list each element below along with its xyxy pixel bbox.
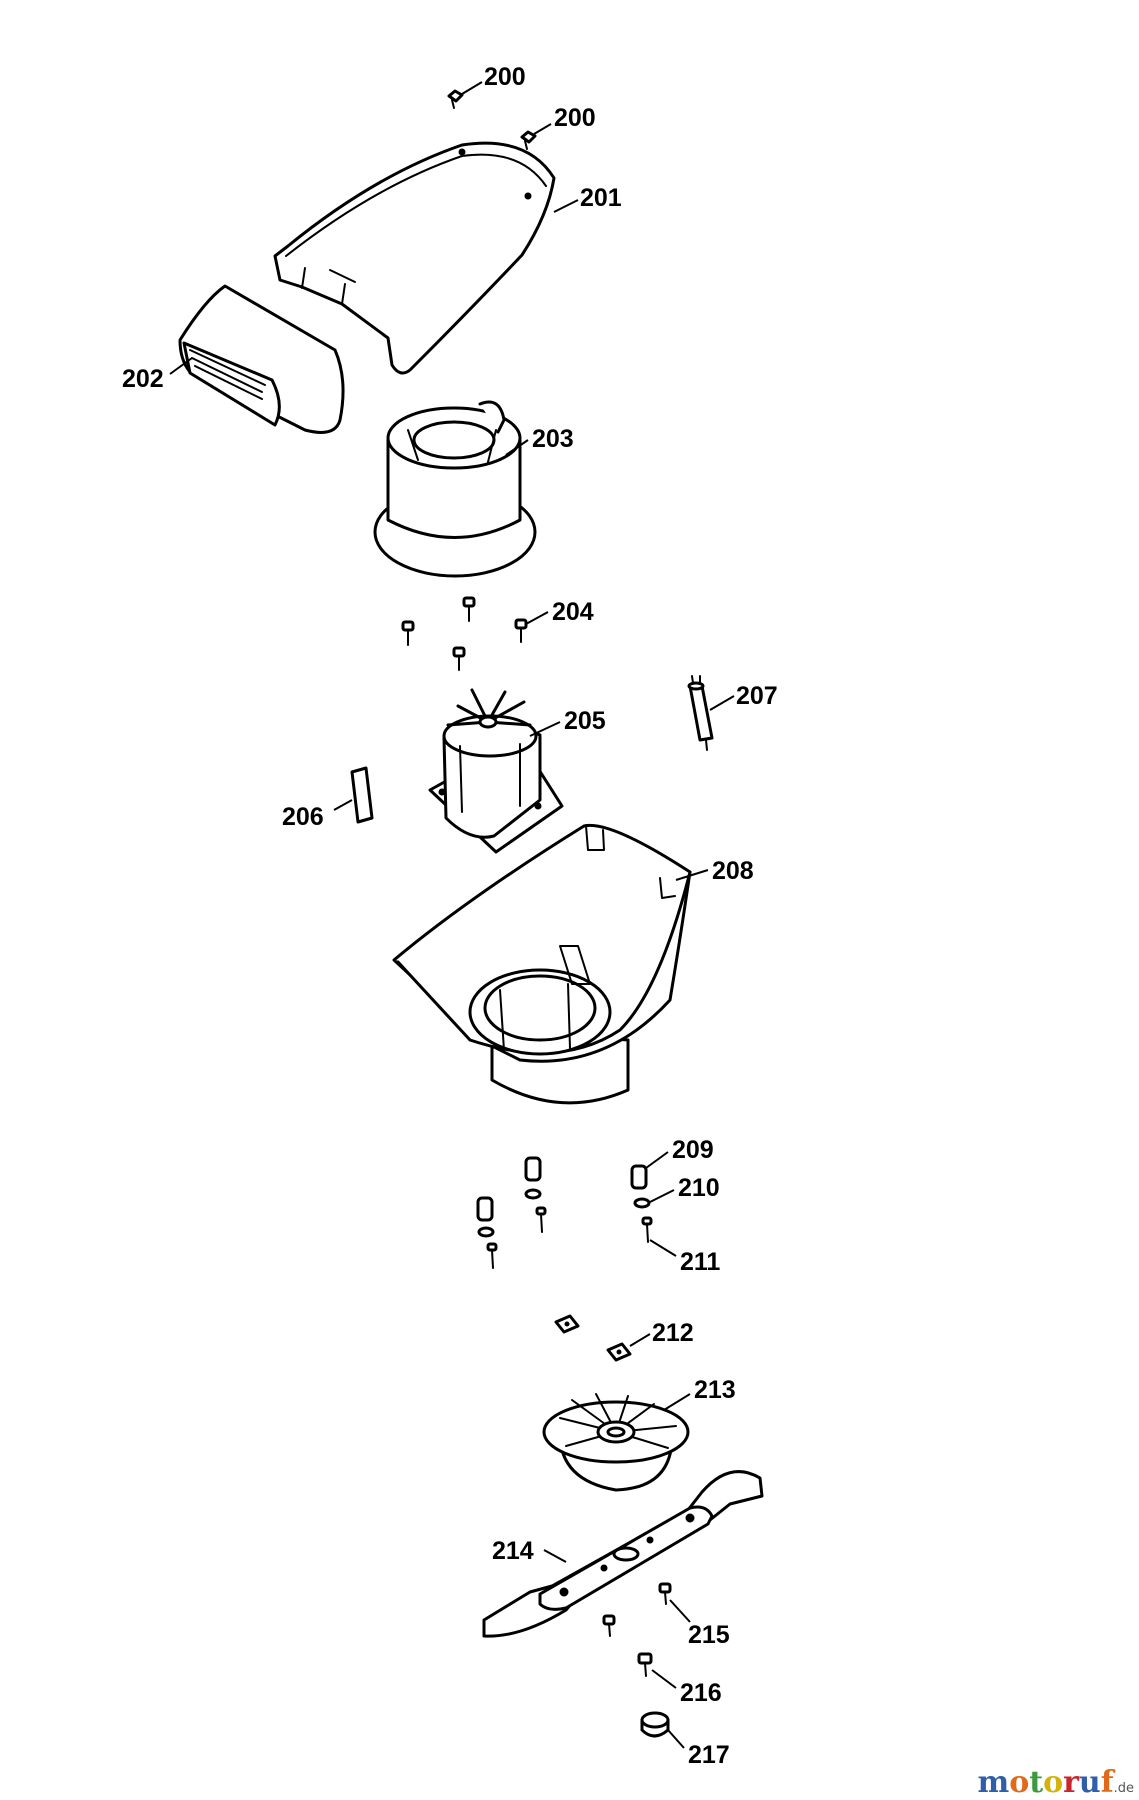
leader-209 — [645, 1151, 669, 1169]
watermark-letter: u — [1079, 1765, 1101, 1800]
callout-215: 215 — [688, 1621, 730, 1649]
spacers-209 — [476, 1156, 648, 1222]
watermark-letter: o — [1009, 1765, 1029, 1800]
blade-214 — [482, 1470, 764, 1638]
watermark-letter: f — [1101, 1765, 1116, 1800]
callout-216: 216 — [680, 1679, 722, 1707]
leader-212 — [629, 1333, 651, 1347]
leader-200-a — [461, 81, 483, 95]
callout-207: 207 — [736, 682, 778, 710]
leader-203 — [505, 439, 529, 456]
callout-200-b: 200 — [554, 104, 596, 132]
leader-207 — [709, 695, 735, 711]
callout-212: 212 — [652, 1319, 694, 1347]
leader-213 — [663, 1393, 691, 1411]
capacitor-207 — [687, 675, 714, 751]
watermark-text: motoruf.de — [977, 1765, 1134, 1800]
leader-208 — [675, 869, 709, 881]
screw-200-a — [447, 89, 464, 109]
cap-217 — [640, 1711, 670, 1738]
callout-217: 217 — [688, 1741, 730, 1769]
callout-209: 209 — [672, 1136, 714, 1164]
chute-cover-202 — [178, 284, 345, 434]
callout-204: 204 — [552, 598, 594, 626]
screws-215 — [602, 1582, 672, 1637]
callout-203: 203 — [532, 425, 574, 453]
leader-217 — [667, 1729, 685, 1749]
leader-201 — [553, 199, 579, 213]
callout-202: 202 — [122, 365, 164, 393]
leader-216 — [651, 1669, 677, 1689]
leader-204 — [525, 611, 549, 625]
screws-211 — [486, 1206, 653, 1269]
callout-210: 210 — [678, 1174, 720, 1202]
top-cover-201 — [273, 141, 556, 375]
leader-214 — [543, 1549, 567, 1563]
bolt-216 — [637, 1652, 653, 1677]
fan-213 — [542, 1393, 690, 1492]
callout-214: 214 — [492, 1537, 534, 1565]
watermark-letter: r — [1063, 1765, 1080, 1800]
plate-206 — [350, 766, 374, 824]
washers-210 — [477, 1188, 651, 1238]
nuts-212 — [554, 1314, 632, 1362]
leader-206 — [333, 799, 353, 811]
watermark-letter: o — [1043, 1765, 1063, 1800]
callout-200-a: 200 — [484, 63, 526, 91]
screws-204 — [401, 596, 528, 671]
callout-213: 213 — [694, 1376, 736, 1404]
watermark-letter: m — [977, 1765, 1009, 1800]
callout-206: 206 — [282, 803, 324, 831]
screw-200-b — [520, 130, 537, 150]
callout-205: 205 — [564, 707, 606, 735]
motor-housing-203 — [373, 400, 537, 578]
electric-motor-205 — [428, 688, 564, 854]
watermark-letter: t — [1029, 1765, 1043, 1800]
leader-211 — [649, 1239, 677, 1257]
watermark-suffix: .de — [1114, 1781, 1134, 1796]
watermark-logo: motoruf.de — [977, 1765, 1134, 1800]
lower-housing-208 — [392, 823, 692, 1105]
callout-211: 211 — [680, 1248, 720, 1276]
leader-200-b — [533, 123, 552, 135]
leader-210 — [649, 1189, 675, 1203]
callout-208: 208 — [712, 857, 754, 885]
callout-201: 201 — [580, 184, 622, 212]
leader-205 — [529, 721, 561, 737]
leader-202 — [169, 357, 193, 375]
leader-215 — [669, 1599, 691, 1623]
